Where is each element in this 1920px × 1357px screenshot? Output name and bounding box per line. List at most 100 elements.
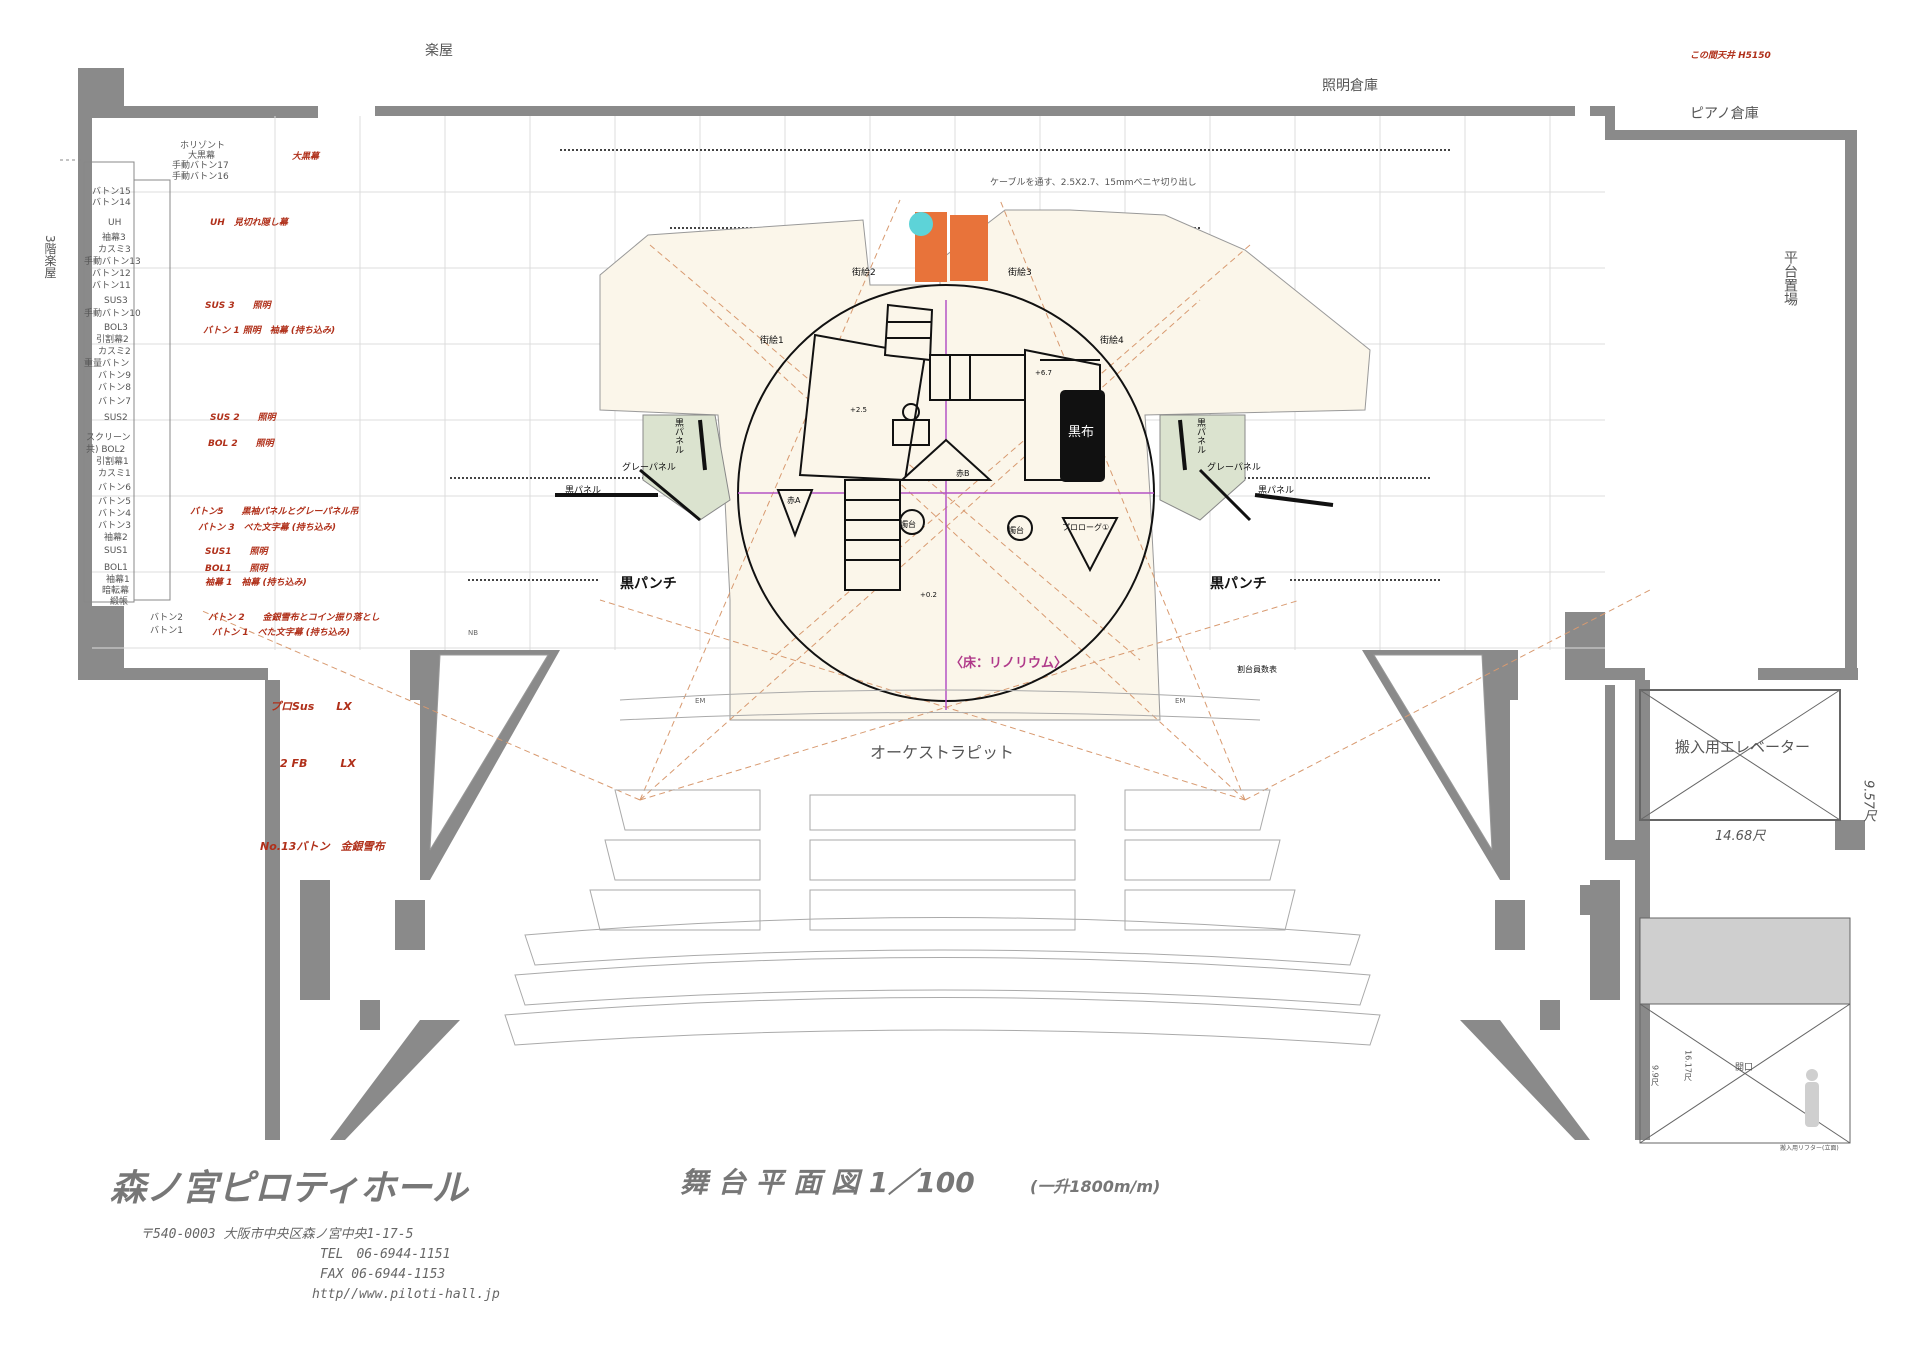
person-figure-icon	[1805, 1069, 1819, 1127]
front-labels: プロSus LX 2 FB LX No.13バトン 金銀雪布	[260, 700, 387, 853]
stage-item-labels: 街絵1 街絵2 街絵3 街絵4 黒布 赤A 赤B プロローグ① 燭台 燭台 グレ…	[468, 266, 1294, 705]
scenery-shokudai-2: 燭台	[1008, 525, 1024, 535]
em-mark-right: EM	[1175, 697, 1185, 705]
baton-label: 共) BOL2	[86, 444, 125, 455]
baton-label: バトン15	[92, 186, 131, 197]
elevator-width: 14.68尺	[1715, 829, 1766, 844]
baton-label: SUS3	[104, 296, 128, 306]
scenery-kaie3: 街絵3	[1008, 266, 1032, 278]
baton-label: バトン12	[92, 268, 131, 279]
baton-label: 引割幕1	[96, 455, 129, 467]
room-shomei-soko: 照明倉庫	[1322, 77, 1378, 94]
kuro-punch-left: 黒パンチ	[620, 576, 677, 592]
hang-label: バトン5 黒袖パネルとグレーパネル吊	[190, 506, 359, 517]
baton-label: 袖幕3	[102, 231, 126, 243]
baton-label: カスミ2	[98, 346, 131, 357]
level-mark-1: +2.5	[850, 406, 867, 414]
room-gakuya-3f: 3階楽屋	[43, 235, 57, 279]
baton-label: バトン9	[98, 370, 131, 381]
tel: TEL 06-6944-1151	[320, 1247, 450, 1262]
baton-label: SUS2	[104, 413, 128, 423]
baton-label: バトン2	[150, 612, 183, 623]
scenery-prologue: プロローグ①	[1062, 522, 1109, 532]
front-label: 2 FB LX	[280, 757, 356, 770]
panel-gray-left: グレーパネル	[622, 461, 676, 473]
panel-black-vert-left: 黒パネル	[673, 418, 684, 454]
room-elevator: 搬入用エレベーター	[1675, 738, 1810, 756]
nb-mark: NB	[468, 629, 478, 637]
panel-gray-right: グレーパネル	[1207, 461, 1261, 473]
panel-black-left: 黒パネル	[565, 485, 601, 496]
baton-label: 重量バトン	[84, 357, 129, 369]
lifter-height-2: 9.9尺	[1651, 1065, 1660, 1087]
scenery-kaie1: 街絵1	[760, 334, 784, 346]
hang-label: バトン 3 べた文字幕 (持ち込み)	[198, 522, 336, 533]
baton-label: バトン1	[150, 625, 183, 636]
scenery-kurofu: 黒布	[1068, 425, 1094, 440]
scenery-kaie2: 街絵2	[852, 266, 876, 278]
baton-label: 袖幕1	[106, 573, 130, 585]
auditorium-walls	[265, 650, 1650, 1140]
baton-label: カスミ3	[98, 244, 131, 255]
room-gakuya: 楽屋	[425, 43, 453, 59]
baton-label: SUS1	[104, 546, 128, 556]
scenery-aka-b: 赤B	[956, 469, 970, 478]
baton-label: 緞帳	[110, 595, 128, 607]
em-mark-left: EM	[695, 697, 705, 705]
baton-label: バトン8	[98, 382, 131, 393]
front-label: プロSus LX	[270, 700, 352, 713]
hang-label: BOL1 照明	[205, 563, 270, 574]
hang-label: SUS 2 照明	[210, 412, 278, 423]
kuro-punch-right: 黒パンチ	[1210, 576, 1267, 592]
baton-label: バトン3	[98, 520, 131, 531]
baton-label: バトン11	[92, 280, 131, 291]
hang-label: UH 見切れ隠し幕	[210, 217, 290, 228]
hang-label: バトン 1 照明 袖幕 (持ち込み)	[203, 325, 335, 336]
level-mark-3: +0.2	[920, 591, 937, 599]
baton-label: バトン7	[98, 396, 131, 407]
note-warigane: 割台員数表	[1237, 664, 1277, 674]
baton-label: UH	[108, 218, 121, 228]
note-labels: この間天井 H5150 ケーブルを通す、2.5X2.7、15mmベニヤ切り出し …	[950, 50, 1876, 1087]
baton-label: バトン5	[98, 496, 131, 507]
hang-label: バトン 1 べた文字幕 (持ち込み)	[212, 627, 350, 638]
hang-label: バトン 2 金銀雪布とコイン振り落とし	[208, 612, 380, 623]
room-piano-soko: ピアノ倉庫	[1690, 105, 1759, 122]
baton-label: 袖幕2	[104, 531, 128, 543]
baton-label: 暗転幕	[102, 584, 129, 596]
baton-labels: ホリゾント 大黒幕 手動バトン17 手動バトン16 バトン15 バトン14 UH…	[84, 140, 229, 636]
room-opening: 開口	[1735, 1062, 1753, 1073]
baton-label: バトン14	[92, 197, 131, 208]
baton-label: 手動バトン13	[84, 255, 141, 267]
drawing-title: 舞 台 平 面 図 1／100	[680, 1166, 975, 1199]
hang-label: SUS1 照明	[205, 546, 270, 557]
baton-label: 大黒幕	[188, 149, 215, 161]
address: 〒540-0003 大阪市中央区森ノ宮中央1-17-5	[140, 1226, 414, 1242]
kurofu-block	[1060, 390, 1105, 482]
scenery-kaie4: 街絵4	[1100, 334, 1124, 346]
front-label: No.13バトン 金銀雪布	[260, 840, 387, 853]
room-hiradai-okiba: 平台置場	[1782, 250, 1798, 306]
room-lifter: 搬入用リフター(立面)	[1780, 1144, 1839, 1152]
baton-label: 引割幕2	[96, 333, 129, 345]
hang-label: 袖幕 1 袖幕 (持ち込み)	[205, 577, 307, 588]
scenery-shokudai-1: 燭台	[900, 519, 916, 529]
panel-black-right: 黒パネル	[1258, 485, 1294, 496]
baton-label: バトン4	[98, 508, 131, 519]
hang-labels: 大黒幕 UH 見切れ隠し幕 SUS 3 照明 バトン 1 照明 袖幕 (持ち込み…	[190, 151, 380, 638]
room-labels: 楽屋 照明倉庫 ピアノ倉庫 平台置場 搬入用エレベーター オーケストラピット 3…	[43, 43, 1839, 1152]
elevator-area	[1639, 689, 1851, 1144]
baton-label: 手動バトン16	[172, 170, 229, 182]
side-panels	[555, 419, 1334, 522]
baton-label: バトン6	[98, 482, 131, 493]
room-orchestra-pit: オーケストラピット	[870, 743, 1014, 762]
audience-seating	[504, 689, 1381, 1046]
lifter-height-1: 16.17尺	[1684, 1050, 1693, 1082]
baton-label: BOL3	[104, 323, 128, 333]
baton-label: 手動バトン17	[172, 159, 229, 171]
curtain-lines	[450, 149, 1450, 581]
drawing-scale-note: (一升1800m/m)	[1030, 1177, 1160, 1196]
hang-label: BOL 2 照明	[208, 438, 276, 449]
fax: FAX 06-6944-1153	[320, 1267, 445, 1282]
